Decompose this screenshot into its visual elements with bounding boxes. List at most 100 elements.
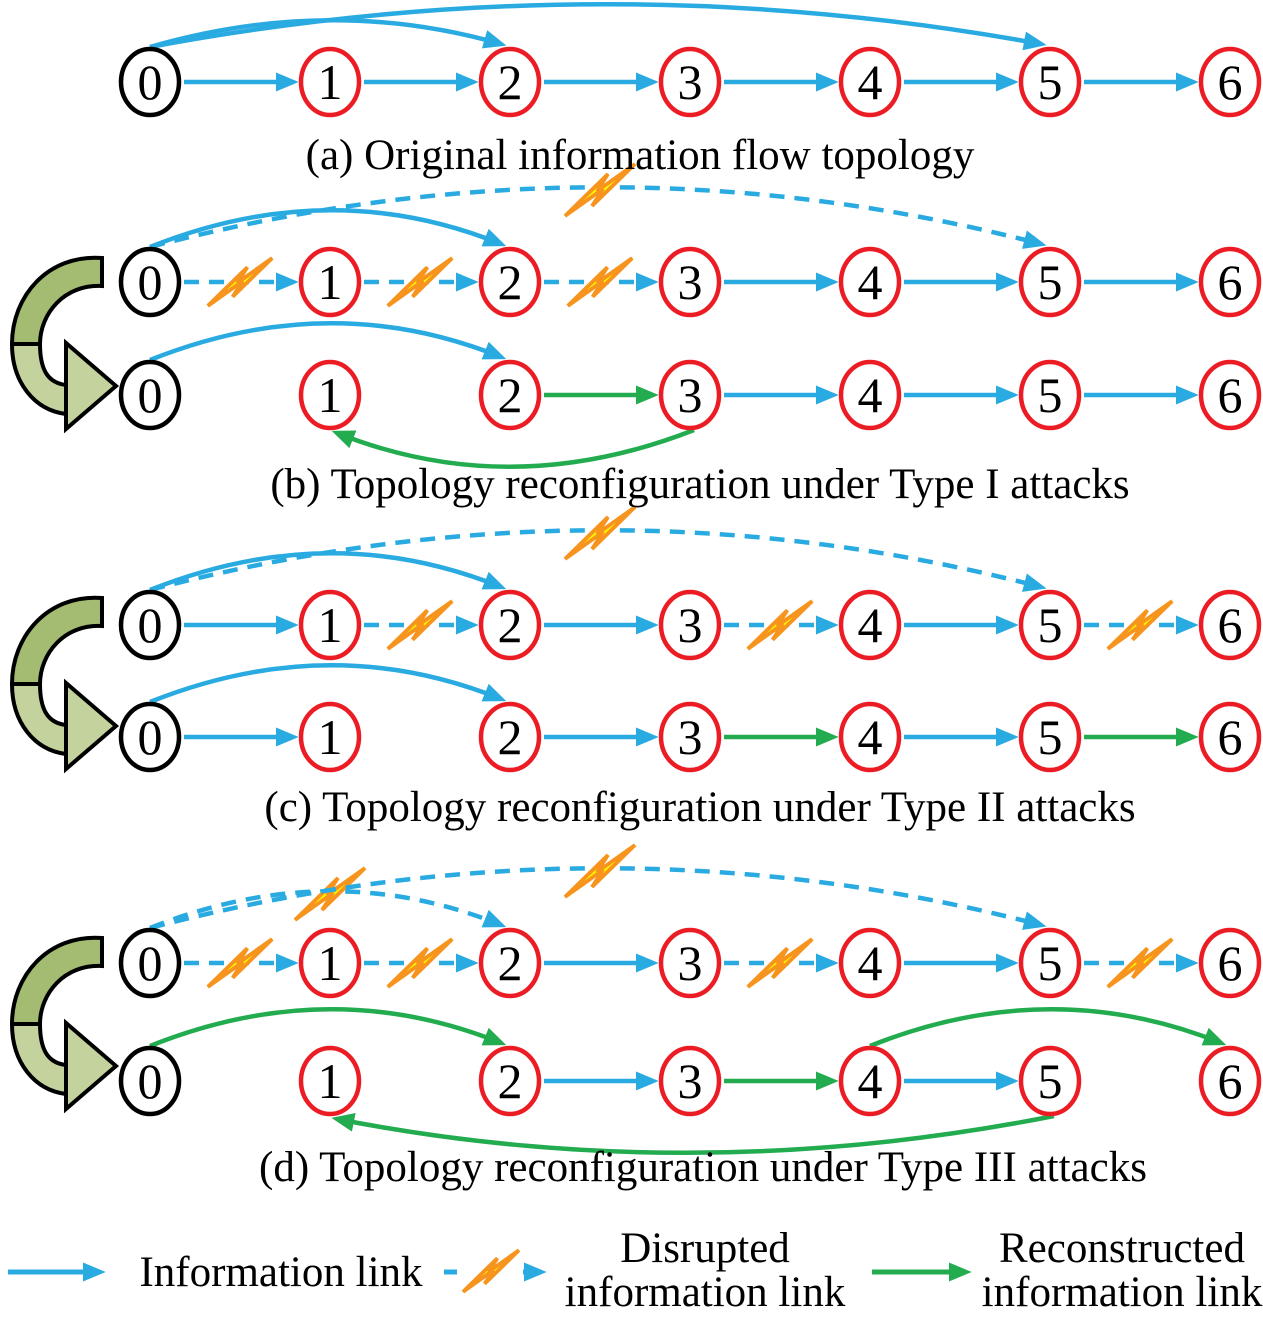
link-0-2-info — [149, 321, 507, 363]
node-3-label: 3 — [678, 54, 703, 110]
node-5-label: 5 — [1038, 1053, 1063, 1109]
lightning-bolt-icon — [1106, 599, 1174, 651]
node-1-label: 1 — [318, 1053, 343, 1109]
node-3-label: 3 — [678, 709, 703, 765]
transform-arrow-icon — [9, 935, 120, 1114]
node-4-label: 4 — [858, 597, 883, 653]
node-6 — [1198, 589, 1262, 661]
node-5 — [1018, 359, 1082, 431]
node-3 — [658, 359, 722, 431]
node-0 — [118, 1045, 182, 1117]
node-5-label: 5 — [1038, 54, 1063, 110]
node-6 — [1198, 1045, 1262, 1117]
node-5-label: 5 — [1038, 254, 1063, 310]
node-1 — [298, 46, 362, 118]
node-2 — [478, 1045, 542, 1117]
node-0-label: 0 — [138, 935, 163, 991]
node-4-label: 4 — [858, 1053, 883, 1109]
caption-d: (d) Topology reconfiguration under Type … — [259, 1144, 1147, 1191]
node-6-label: 6 — [1218, 254, 1243, 310]
lightning-bolt-icon — [563, 162, 637, 218]
node-3 — [658, 927, 722, 999]
node-1 — [298, 589, 362, 661]
link-0-2-info — [149, 551, 507, 593]
legend-label-disrupted-line1: Disrupted — [620, 1225, 790, 1272]
node-1 — [298, 1045, 362, 1117]
lightning-bolt-icon — [746, 937, 814, 989]
node-1 — [298, 359, 362, 431]
node-0-label: 0 — [138, 367, 163, 423]
node-0-label: 0 — [138, 54, 163, 110]
node-2 — [478, 927, 542, 999]
legend-label-reconstructed-line2: information link — [982, 1269, 1263, 1316]
node-0 — [118, 246, 182, 318]
lightning-bolt-icon — [386, 937, 454, 989]
node-6-label: 6 — [1218, 367, 1243, 423]
node-6-label: 6 — [1218, 1053, 1243, 1109]
node-1-label: 1 — [318, 597, 343, 653]
node-1-label: 1 — [318, 935, 343, 991]
node-2 — [478, 589, 542, 661]
node-0 — [118, 701, 182, 773]
node-3-label: 3 — [678, 1053, 703, 1109]
node-1 — [298, 927, 362, 999]
node-0 — [118, 927, 182, 999]
node-3 — [658, 46, 722, 118]
node-3-label: 3 — [678, 254, 703, 310]
node-1 — [298, 246, 362, 318]
node-4-label: 4 — [858, 54, 883, 110]
lightning-bolt-icon — [1106, 937, 1174, 989]
node-4 — [838, 359, 902, 431]
node-4 — [838, 46, 902, 118]
lightning-bolt-icon — [293, 866, 367, 922]
link-0-5-info — [149, 1, 1047, 51]
node-4 — [838, 589, 902, 661]
lightning-bolt-icon — [386, 256, 454, 308]
link-0-2-info — [149, 208, 507, 250]
node-4 — [838, 1045, 902, 1117]
node-0-label: 0 — [138, 254, 163, 310]
node-6-label: 6 — [1218, 54, 1243, 110]
node-6 — [1198, 927, 1262, 999]
node-5 — [1018, 246, 1082, 318]
node-2-label: 2 — [498, 54, 523, 110]
node-4-label: 4 — [858, 709, 883, 765]
node-2 — [478, 359, 542, 431]
node-6-label: 6 — [1218, 935, 1243, 991]
node-3 — [658, 701, 722, 773]
lightning-bolt-icon — [461, 1248, 521, 1294]
legend-label-disrupted-line2: information link — [565, 1269, 846, 1316]
node-2-label: 2 — [498, 709, 523, 765]
node-1 — [298, 701, 362, 773]
node-2-label: 2 — [498, 367, 523, 423]
node-1-label: 1 — [318, 254, 343, 310]
node-5-label: 5 — [1038, 367, 1063, 423]
node-1-label: 1 — [318, 367, 343, 423]
transform-arrow-icon — [9, 255, 120, 434]
node-5 — [1018, 927, 1082, 999]
node-2 — [478, 46, 542, 118]
node-2-label: 2 — [498, 935, 523, 991]
node-6 — [1198, 359, 1262, 431]
node-4-label: 4 — [858, 935, 883, 991]
lightning-bolt-icon — [563, 505, 637, 561]
node-2-label: 2 — [498, 597, 523, 653]
transform-arrow-icon — [9, 595, 120, 774]
node-5 — [1018, 1045, 1082, 1117]
caption-c: (c) Topology reconfiguration under Type … — [264, 784, 1135, 831]
legend: Information link Disrupted information l… — [8, 1225, 1263, 1316]
lightning-bolt-icon — [746, 599, 814, 651]
node-5-label: 5 — [1038, 597, 1063, 653]
node-5 — [1018, 589, 1082, 661]
legend-label-reconstructed-line1: Reconstructed — [999, 1225, 1245, 1272]
node-6 — [1198, 701, 1262, 773]
link-0-2-reconstructed — [149, 1007, 507, 1049]
node-4 — [838, 927, 902, 999]
lightning-bolt-icon — [461, 1248, 521, 1294]
